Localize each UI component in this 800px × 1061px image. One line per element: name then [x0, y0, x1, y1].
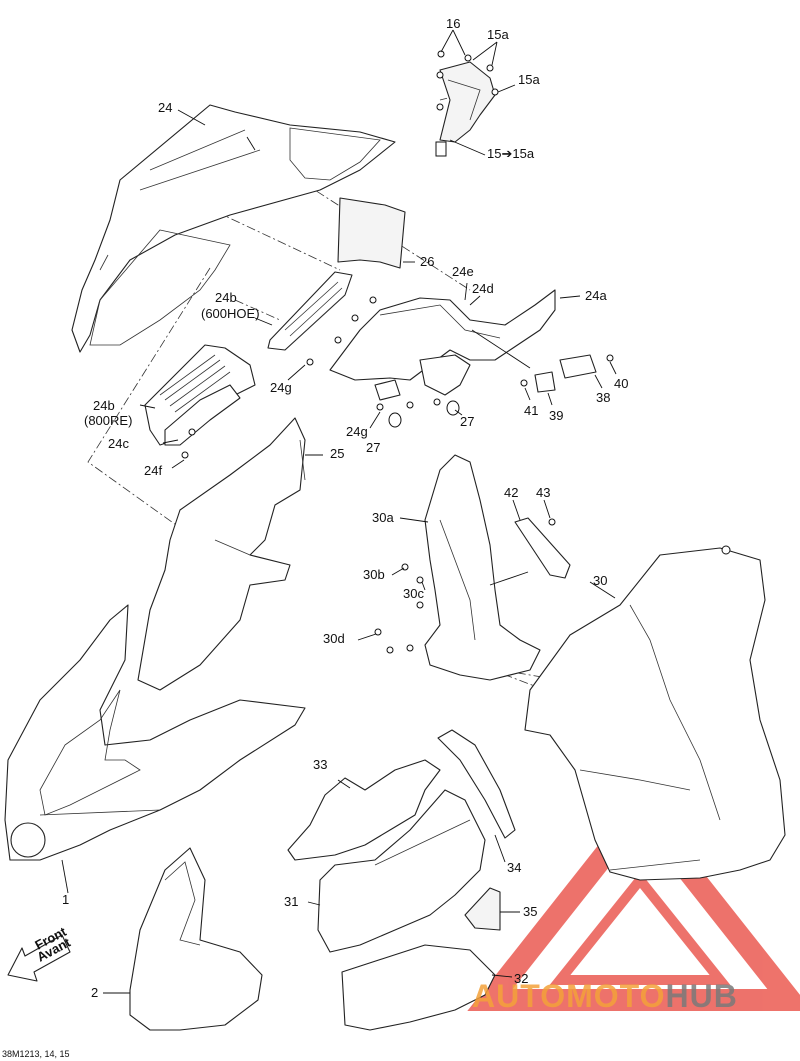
- watermark-logo: [467, 792, 800, 1011]
- label-2: 2: [91, 985, 98, 1000]
- label-24d: 24d: [472, 281, 494, 296]
- part-33-panel: [287, 759, 441, 861]
- label-15a: 15a: [518, 72, 540, 87]
- label-35: 35: [523, 904, 537, 919]
- label-24a: 24a: [585, 288, 607, 303]
- part-42-strap: [514, 517, 571, 579]
- label-38: 38: [596, 390, 610, 405]
- label-30: 30: [593, 573, 607, 588]
- svg-text:AUTOMOTOHUB: AUTOMOTOHUB: [472, 978, 738, 1014]
- part-30a-bracket: [424, 454, 541, 681]
- part-30-side-fairing: [524, 545, 786, 881]
- label-34: 34: [507, 860, 521, 875]
- label-25: 25: [330, 446, 344, 461]
- watermark-auto: AUTO: [472, 978, 566, 1014]
- drawing-reference: 38M1213, 14, 15: [2, 1049, 70, 1059]
- leader-lines: [61, 29, 617, 994]
- label-24g: 24g: [270, 380, 292, 395]
- label-24f: 24f: [144, 463, 162, 478]
- label-26: 26: [420, 254, 434, 269]
- label-41: 41: [524, 403, 538, 418]
- part-24b-grille-600hoe: [267, 271, 353, 351]
- hardware: [181, 296, 614, 654]
- label-40: 40: [614, 376, 628, 391]
- part-1-nose-cowl: [4, 604, 306, 861]
- label-24e: 24e: [452, 264, 474, 279]
- label-30b: 30b: [363, 567, 385, 582]
- part-15-bracket: [435, 50, 499, 157]
- part-24-upper-hood: [71, 104, 396, 353]
- label-600hoe: (600HOE): [201, 306, 260, 321]
- part-labels: 16 15a 15a 15➔15a 24 26 24e 24d 24a 24b …: [62, 16, 628, 1000]
- part-24a-bracket: [329, 289, 556, 401]
- label-24b: 24b: [93, 398, 115, 413]
- label-800re: (800RE): [84, 413, 132, 428]
- watermark-text: AUTOMOTOHUB: [472, 978, 738, 1014]
- label-31: 31: [284, 894, 298, 909]
- label-43: 43: [536, 485, 550, 500]
- part-2-lower-nose: [129, 847, 263, 1031]
- label-30d: 30d: [323, 631, 345, 646]
- watermark-hub: HUB: [665, 978, 737, 1014]
- front-direction-arrow: Front Avant: [7, 923, 73, 982]
- label-24c: 24c: [108, 436, 129, 451]
- label-39: 39: [549, 408, 563, 423]
- label-15a: 15a: [487, 27, 509, 42]
- part-34-strip: [437, 729, 516, 839]
- label-1: 1: [62, 892, 69, 907]
- label-16: 16: [446, 16, 460, 31]
- label-24g: 24g: [346, 424, 368, 439]
- label-24b: 24b: [215, 290, 237, 305]
- part-35-tab: [464, 887, 501, 931]
- part-25-side-panel: [137, 417, 306, 691]
- label-32: 32: [514, 971, 528, 986]
- label-27: 27: [460, 414, 474, 429]
- watermark-moto: MOTO: [566, 978, 665, 1014]
- label-15-to-15a: 15➔15a: [487, 146, 535, 161]
- part-32-bottom-panel: [341, 944, 496, 1031]
- label-24: 24: [158, 100, 172, 115]
- label-42: 42: [504, 485, 518, 500]
- part-24b-grille-800re: [144, 344, 256, 446]
- label-30c: 30c: [403, 586, 424, 601]
- label-33: 33: [313, 757, 327, 772]
- label-30a: 30a: [372, 510, 394, 525]
- part-26-panel: [337, 197, 406, 269]
- label-27: 27: [366, 440, 380, 455]
- part-31-lower-panel: [317, 789, 486, 953]
